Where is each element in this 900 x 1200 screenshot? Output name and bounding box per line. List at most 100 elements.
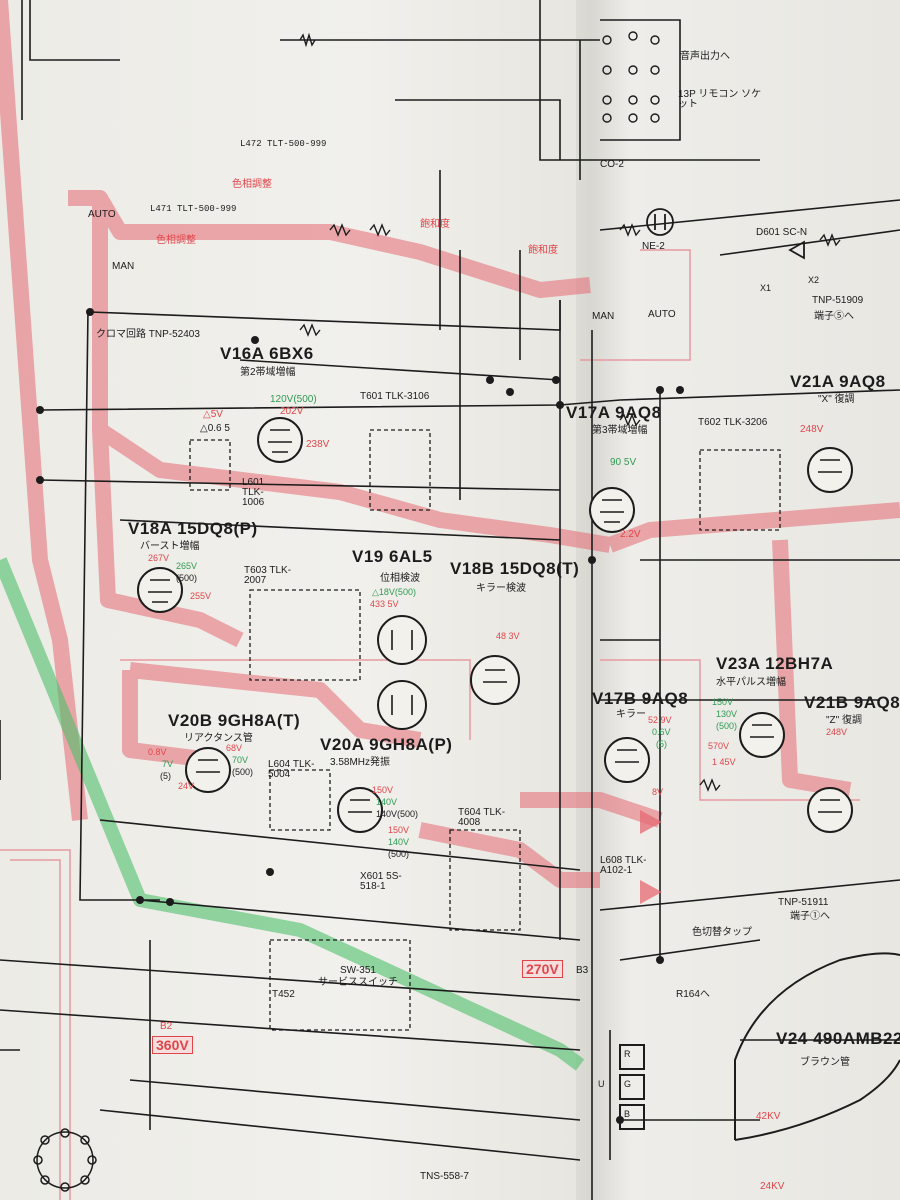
v16a-voltage-2: 202V (280, 406, 304, 417)
l472-label: L472 TLT-500-999 (240, 139, 327, 149)
tnp51911-label: TNP-51911 (778, 897, 829, 908)
t452-label: T452 (272, 989, 295, 1000)
v20b-voltage-6: 24V (178, 781, 195, 791)
crt-g-label: G (624, 1079, 632, 1089)
remote-socket-label: 13P リモコン ソケット (678, 89, 762, 110)
t602-label: T602 TLK-3206 (698, 417, 768, 428)
v16a-voltage-1: 120V(500) (270, 394, 317, 405)
v18b-desc: キラー検波 (476, 583, 526, 594)
v23a-voltage-1: 150V (712, 697, 734, 707)
crt-r-label: R (624, 1049, 631, 1059)
v18a-voltage-2: 265V (176, 561, 198, 571)
v21b-tube-label: V21B 9AQ8 (804, 693, 900, 712)
v23a-voltage-5: 1 45V (712, 757, 736, 767)
v21a-desc: "X" 復調 (818, 394, 855, 405)
v17a-voltage-1: 90 5V (610, 457, 637, 468)
v23a-tube-label: V23A 12BH7A (716, 654, 834, 673)
v20b-desc: リアクタンス管 (184, 733, 253, 744)
crt-b-label: B (624, 1109, 631, 1119)
v17b-voltage-2: 0.6V (652, 727, 671, 737)
v20a-voltage-6: (500) (388, 849, 410, 859)
v21a-voltage-1: 248V (800, 424, 824, 435)
x1-label: X1 (760, 283, 772, 293)
t603-label: T603 TLK-2007 (244, 565, 292, 586)
terminal5-label: 端子⑤へ (814, 311, 854, 322)
v20b-tube-label: V20B 9GH8A(T) (168, 711, 301, 730)
v17b-voltage-1: 52.9V (648, 715, 672, 725)
t601-label: T601 TLK-3106 (360, 391, 430, 402)
v17a-voltage-2: 2.2V (620, 529, 641, 540)
x2-label: X2 (808, 275, 820, 285)
hue-adjust-label-1: 色相調整 (232, 179, 272, 190)
d601-label: D601 SC-N (756, 227, 808, 238)
l471-label: L471 TLT-500-999 (150, 204, 237, 214)
hue-adjust-label-2: 色相調整 (156, 235, 196, 246)
v23a-desc: 水平パルス増幅 (716, 677, 786, 688)
v19-voltage-2: 433 5V (370, 599, 399, 609)
v18b-voltage-1: 48 3V (496, 631, 520, 641)
terminal1-label: 端子①へ (790, 911, 830, 922)
v20b-voltage-5: (5) (160, 771, 171, 781)
v20a-voltage-1: 150V (372, 785, 394, 795)
l604-label: L604 TLK-5004 (268, 759, 315, 780)
v20a-voltage-2: 140V (376, 797, 398, 807)
l608-label: L608 TLK-A102-1 (600, 855, 647, 876)
v20a-desc: 3.58MHz発振 (330, 757, 391, 768)
v20b-voltage-2: 70V (232, 755, 249, 765)
v18a-tube-label: V18A 15DQ8(P) (128, 519, 258, 538)
v24-crt-label: V24 490AMB22 (776, 1029, 900, 1048)
x601-label: X601 5S-518-1 (360, 871, 402, 892)
v20a-voltage-5: 140V (388, 837, 410, 847)
r164-label: R164へ (676, 989, 710, 1000)
v16a-desc: 第2帯域増幅 (240, 367, 296, 378)
audio-out-label: 音声出力へ (680, 51, 730, 62)
l601-label: L601 TLK-1006 (242, 477, 265, 508)
v20b-voltage-3: (500) (232, 767, 254, 777)
crt-hv-24kv: 24KV (760, 1181, 785, 1192)
v20a-voltage-3: 140V(500) (376, 809, 419, 819)
v17a-desc: 第3帯域増幅 (592, 425, 648, 436)
green-signal-path (0, 557, 585, 1071)
v23a-voltage-3: (500) (716, 721, 738, 731)
service-switch-label: サービススイッチ (318, 977, 398, 988)
v19-voltage-1: △18V(500) (372, 587, 416, 597)
v17b-voltage-3: (5) (656, 739, 667, 749)
v23a-voltage-4: 570V (708, 741, 730, 751)
v24-desc: ブラウン管 (800, 1057, 850, 1068)
v19-tube-label: V19 6AL5 (352, 547, 433, 566)
rail-270v-label: 270V (522, 960, 563, 978)
v18a-desc: バースト増幅 (140, 541, 200, 552)
v16a-tube-label: V16A 6BX6 (220, 344, 314, 363)
v21a-tube-label: V21A 9AQ8 (790, 372, 886, 391)
v16a-voltage-4: △5V (203, 409, 223, 420)
v16a-voltage-5: △0.6 5 (200, 423, 230, 434)
ne2-label: NE-2 (642, 241, 665, 252)
sw351-label: SW-351 (340, 965, 376, 976)
b3-label: B3 (576, 965, 589, 976)
man-right-label: MAN (592, 311, 615, 322)
v20b-voltage-7: 0.8V (148, 747, 167, 757)
tnp51909-label: TNP-51909 (812, 295, 864, 306)
v16a-voltage-3: 238V (306, 439, 330, 450)
saturation-label-2: 飽和度 (528, 245, 558, 256)
v17b-desc: キラー (616, 709, 646, 720)
v23a-voltage-2: 130V (716, 709, 738, 719)
v19-desc: 位相検波 (380, 573, 420, 584)
v18a-voltage-3: (500) (176, 573, 198, 583)
auto-right-label: AUTO (648, 309, 676, 320)
rail-360v-label: 360V (152, 1036, 193, 1054)
crt-u-label: U (598, 1079, 605, 1089)
color-switch-tap-label: 色切替タップ (692, 927, 752, 938)
co2-label: CO-2 (600, 159, 624, 170)
crt-hv-42kv: 42KV (756, 1111, 781, 1122)
chroma-circuit-label: クロマ回路 TNP-52403 (96, 329, 200, 340)
v20b-voltage-1: 68V (226, 743, 243, 753)
v20a-voltage-4: 150V (388, 825, 410, 835)
v20a-tube-label: V20A 9GH8A(P) (320, 735, 453, 754)
v20b-voltage-4: 7V (162, 759, 174, 769)
t604-label: T604 TLK-4008 (458, 807, 506, 828)
v21b-desc: "Z" 復調 (826, 715, 862, 726)
v18b-tube-label: V18B 15DQ8(T) (450, 559, 580, 578)
